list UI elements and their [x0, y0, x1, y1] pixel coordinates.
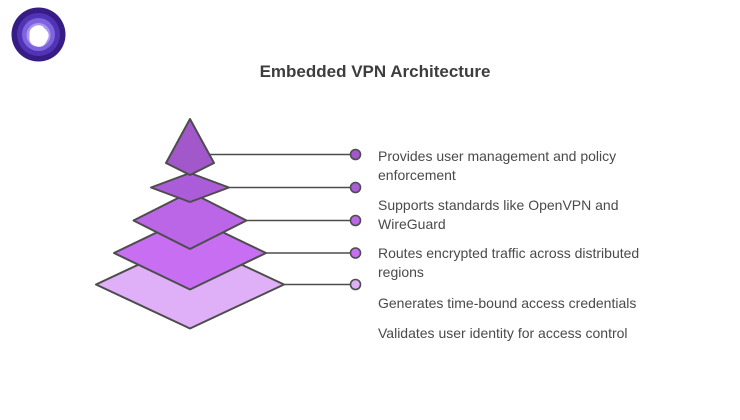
pyramid-layer-1: [165, 118, 215, 176]
layer-label-2: Supports standards like OpenVPN and Wire…: [378, 197, 619, 232]
layer-label-5: Validates user identity for access contr…: [378, 325, 628, 341]
pyramid-layer-3: [132, 191, 248, 250]
layer-label-1: Provides user management and policy enfo…: [378, 148, 617, 183]
connector-dot-2: [349, 181, 362, 194]
connector-dot-4: [349, 247, 362, 259]
logo-pick-icon: [29, 25, 49, 47]
brand-logo-graphic: [11, 7, 66, 62]
pyramid-layer-2: [150, 172, 230, 203]
layer-label-3: Routes encrypted traffic across distribu…: [378, 245, 640, 280]
connector-dot-3: [349, 214, 362, 227]
layer-label-4: Generates time-bound access credentials: [378, 295, 637, 311]
brand-logo: [11, 7, 66, 62]
pyramid-layer-4: [113, 215, 267, 291]
connector-dot-5: [349, 278, 362, 291]
connector-dot-1: [349, 148, 362, 161]
page-title: Embedded VPN Architecture: [259, 62, 491, 81]
